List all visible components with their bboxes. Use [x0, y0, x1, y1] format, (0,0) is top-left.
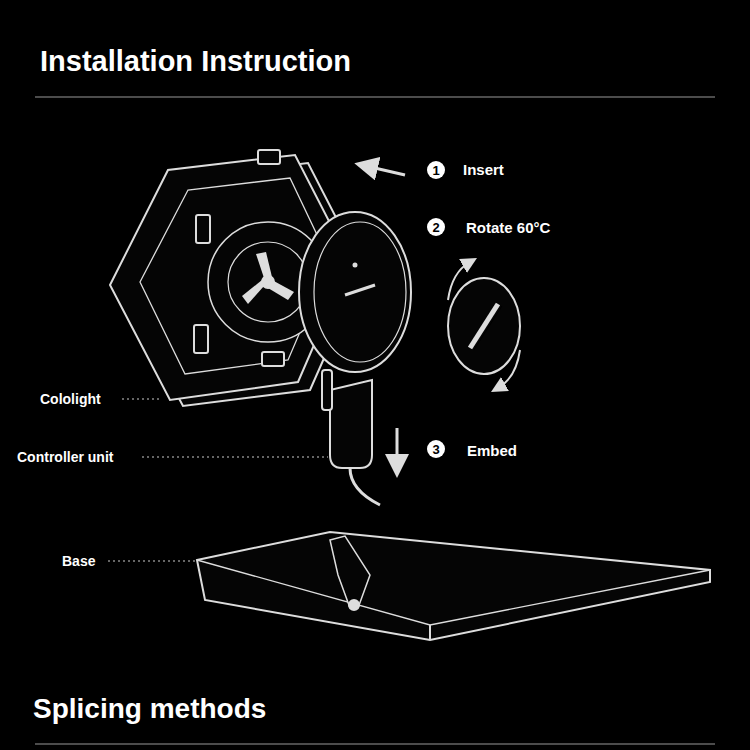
part-label: Controller unit: [17, 450, 113, 464]
rule: [35, 96, 715, 98]
base: [197, 532, 710, 640]
illustration-part: [108, 560, 198, 561]
illustration-part: [196, 215, 210, 243]
step-label: Rotate 60°C: [466, 220, 550, 235]
embed-arrow: [396, 428, 399, 466]
illustration-part: [427, 440, 445, 458]
illustration-part: [427, 161, 445, 179]
rule: [35, 743, 715, 745]
illustration-part: [242, 252, 294, 304]
illustration-part: [228, 242, 308, 322]
section-heading: Splicing methods: [33, 695, 266, 723]
callout-number: 1: [432, 164, 439, 177]
illustration-part: [350, 468, 380, 505]
illustration-part: [448, 278, 520, 374]
illustration-part: [427, 218, 445, 236]
illustration-part: [258, 150, 280, 164]
illustration-part: [299, 212, 411, 372]
illustration-part: [429, 625, 431, 640]
illustration-part: [330, 380, 372, 468]
callout-number: 2: [432, 221, 439, 234]
illustration-part: [142, 456, 328, 457]
illustration-part: [194, 325, 208, 353]
illustration-part: [314, 222, 406, 362]
illustration-part: [474, 306, 502, 350]
illustration-part: [322, 370, 332, 410]
part-label: Base: [62, 554, 95, 568]
illustration-part: [349, 600, 359, 610]
callout-number: 3: [432, 443, 439, 456]
callout-circles: [427, 161, 445, 458]
step-label: Embed: [467, 443, 517, 458]
step-label: Insert: [463, 162, 504, 177]
illustration-part: [448, 262, 470, 300]
illustration-part: [498, 350, 520, 388]
title: Installation Instruction: [40, 47, 351, 76]
insert-arrow: [366, 166, 405, 175]
rotate-icon: [448, 262, 520, 388]
leader-lines: [108, 399, 328, 561]
part-label: Cololight: [40, 392, 101, 406]
illustration-part: [197, 532, 710, 640]
illustration-part: [122, 398, 160, 399]
illustration-part: [470, 304, 498, 348]
illustration-part: [256, 252, 272, 278]
controller-unit: [299, 212, 411, 505]
illustration-part: [268, 280, 294, 300]
illustration-part: [242, 280, 264, 304]
illustration-part: [262, 352, 284, 366]
illustration-part: [197, 560, 710, 625]
illustration-part: [345, 285, 375, 295]
illustration-part: [354, 264, 357, 267]
illustration-part: [330, 536, 370, 608]
